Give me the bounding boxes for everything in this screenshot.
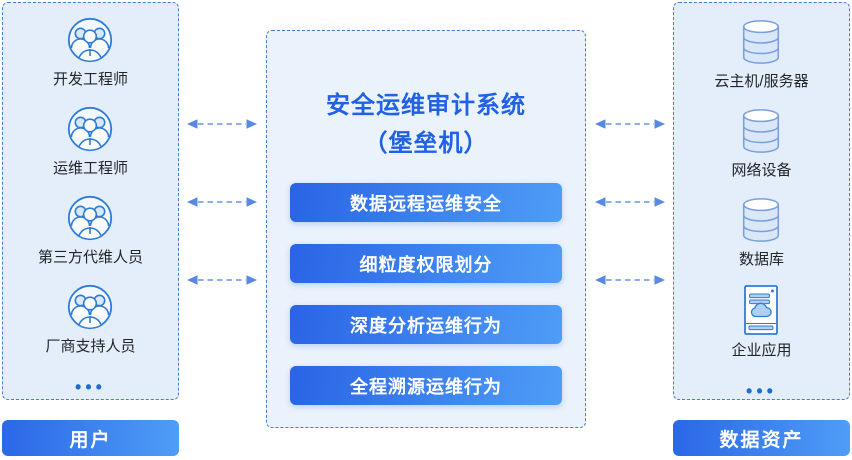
feature-pill-remote-ops-security[interactable]: 数据远程运维安全 xyxy=(290,183,562,222)
user-item-label: 开发工程师 xyxy=(52,71,128,88)
database-cylinder-icon xyxy=(739,18,783,66)
user-item-third-party: 第三方代维人员 xyxy=(38,194,143,267)
feature-pill-full-traceability[interactable]: 全程溯源运维行为 xyxy=(290,366,562,405)
ellipsis-dots: ••• xyxy=(746,381,777,401)
feature-pill-deep-behavior-analysis[interactable]: 深度分析运维行为 xyxy=(290,305,562,344)
bastion-system-panel: 安全运维审计系统（堡垒机） 数据远程运维安全 细粒度权限划分 深度分析运维行为 … xyxy=(266,30,586,428)
user-item-label: 运维工程师 xyxy=(52,160,128,177)
database-cylinder-icon xyxy=(739,196,783,244)
asset-item-cloud-server: 云主机/服务器 xyxy=(714,18,809,91)
bidirectional-dashed-arrow-icon xyxy=(594,274,666,286)
user-group-icon xyxy=(66,16,114,64)
enterprise-app-icon xyxy=(743,285,779,335)
ellipsis-dots: ••• xyxy=(75,377,106,397)
asset-item-label: 数据库 xyxy=(738,251,784,268)
asset-item-network-device: 网络设备 xyxy=(731,107,792,180)
bidirectional-dashed-arrow-icon xyxy=(186,118,258,130)
system-title: 安全运维审计系统 （堡垒机） xyxy=(326,87,526,163)
system-title-line1: 安全运维审计系统 xyxy=(326,92,526,119)
user-group-icon xyxy=(66,283,114,331)
data-assets-panel: 云主机/服务器 网络设备 数据库 企业应用 ••• xyxy=(673,2,850,400)
asset-item-label: 网络设备 xyxy=(731,162,792,179)
data-assets-footer-bar[interactable]: 数据资产 xyxy=(673,420,850,456)
bidirectional-dashed-arrow-icon xyxy=(594,196,666,208)
user-item-developer: 开发工程师 xyxy=(53,16,128,89)
asset-item-label: 企业应用 xyxy=(731,342,792,359)
asset-item-database: 数据库 xyxy=(739,196,784,269)
database-cylinder-icon xyxy=(739,107,783,155)
user-item-label: 第三方代维人员 xyxy=(37,249,143,266)
user-item-label: 厂商支持人员 xyxy=(45,338,136,355)
users-footer-bar[interactable]: 用户 xyxy=(2,420,179,456)
bidirectional-dashed-arrow-icon xyxy=(594,118,666,130)
asset-item-label: 云主机/服务器 xyxy=(714,73,809,90)
system-title-line2: （堡垒机） xyxy=(363,130,489,157)
bidirectional-dashed-arrow-icon xyxy=(186,196,258,208)
user-item-ops-engineer: 运维工程师 xyxy=(53,105,128,178)
user-group-icon xyxy=(66,105,114,153)
asset-item-enterprise-app: 企业应用 xyxy=(731,285,792,360)
bidirectional-dashed-arrow-icon xyxy=(186,274,258,286)
feature-pill-fine-grained-permissions[interactable]: 细粒度权限划分 xyxy=(290,244,562,283)
user-group-icon xyxy=(66,194,114,242)
users-panel: 开发工程师 运维工程师 第三方代维人员 厂商支持人员 ••• xyxy=(2,2,179,400)
user-item-vendor-support: 厂商支持人员 xyxy=(45,283,136,356)
